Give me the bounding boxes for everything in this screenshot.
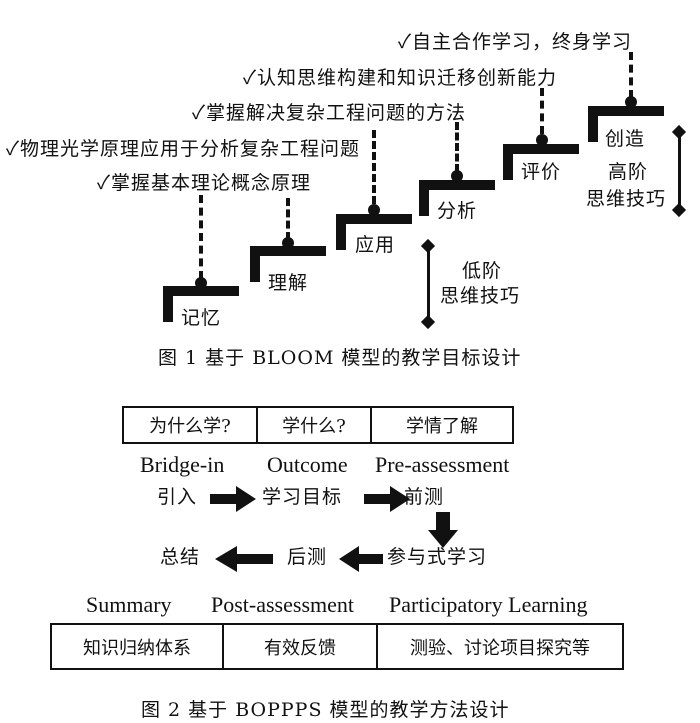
level-remember-label: 记忆 — [181, 307, 222, 329]
level-create-label: 创造 — [605, 128, 646, 150]
flow-summary: 总结 — [160, 546, 201, 568]
arrow-right-icon — [210, 486, 256, 512]
activity-quiz-cell: 测验、讨论项目探究等 — [376, 623, 624, 670]
goal-text-engineering-methods: ✓掌握解决复杂工程问题的方法 — [192, 102, 466, 124]
label-bridge-in: Bridge-in — [140, 452, 225, 477]
top-question-table: 为什么学? 学什么? 学情了解 — [122, 406, 514, 444]
flow-outcome: 学习目标 — [262, 486, 343, 508]
arrow-left-icon — [215, 546, 273, 572]
low-order-line2: 思维技巧 — [440, 285, 521, 307]
label-post-assessment: Post-assessment — [211, 592, 354, 617]
flow-post-assessment: 后测 — [287, 546, 328, 568]
question-why-cell: 为什么学? — [122, 406, 258, 444]
flow-pre-assessment: 前测 — [404, 486, 445, 508]
high-order-line1: 高阶 — [608, 161, 649, 183]
arrow-left-icon — [339, 546, 383, 572]
goal-text-lifelong-learning: ✓自主合作学习，终身学习 — [398, 31, 632, 53]
arrow-down-icon — [428, 512, 458, 548]
goal-text-optics-application: ✓物理光学原理应用于分析复杂工程问题 — [6, 138, 360, 160]
flow-bridge-in: 引入 — [157, 486, 198, 508]
label-participatory-learning: Participatory Learning — [389, 592, 588, 617]
activity-feedback-cell: 有效反馈 — [222, 623, 378, 670]
flow-participatory-learning: 参与式学习 — [387, 546, 488, 568]
level-apply-label: 应用 — [355, 234, 396, 256]
low-order-line1: 低阶 — [462, 260, 503, 282]
high-order-line2: 思维技巧 — [586, 188, 667, 210]
goal-text-innovation-ability: ✓认知思维构建和知识迁移创新能力 — [243, 67, 557, 89]
question-what-cell: 学什么? — [256, 406, 372, 444]
level-understand-label: 理解 — [268, 272, 309, 294]
label-summary: Summary — [86, 592, 172, 617]
level-evaluate-label: 评价 — [521, 161, 562, 183]
goal-text-basic-theory: ✓掌握基本理论概念原理 — [97, 172, 311, 194]
arrow-right-icon — [364, 486, 410, 512]
label-pre-assessment: Pre-assessment — [375, 452, 510, 477]
activity-knowledge-cell: 知识归纳体系 — [50, 623, 224, 670]
label-outcome: Outcome — [267, 452, 348, 477]
question-learner-cell: 学情了解 — [370, 406, 514, 444]
level-analyze-label: 分析 — [437, 200, 478, 222]
figure2-caption: 图 2 基于 BOPPPS 模型的教学方法设计 — [141, 699, 510, 721]
bottom-activity-table: 知识归纳体系 有效反馈 测验、讨论项目探究等 — [50, 623, 624, 670]
figure1-caption: 图 1 基于 BLOOM 模型的教学目标设计 — [158, 347, 522, 369]
